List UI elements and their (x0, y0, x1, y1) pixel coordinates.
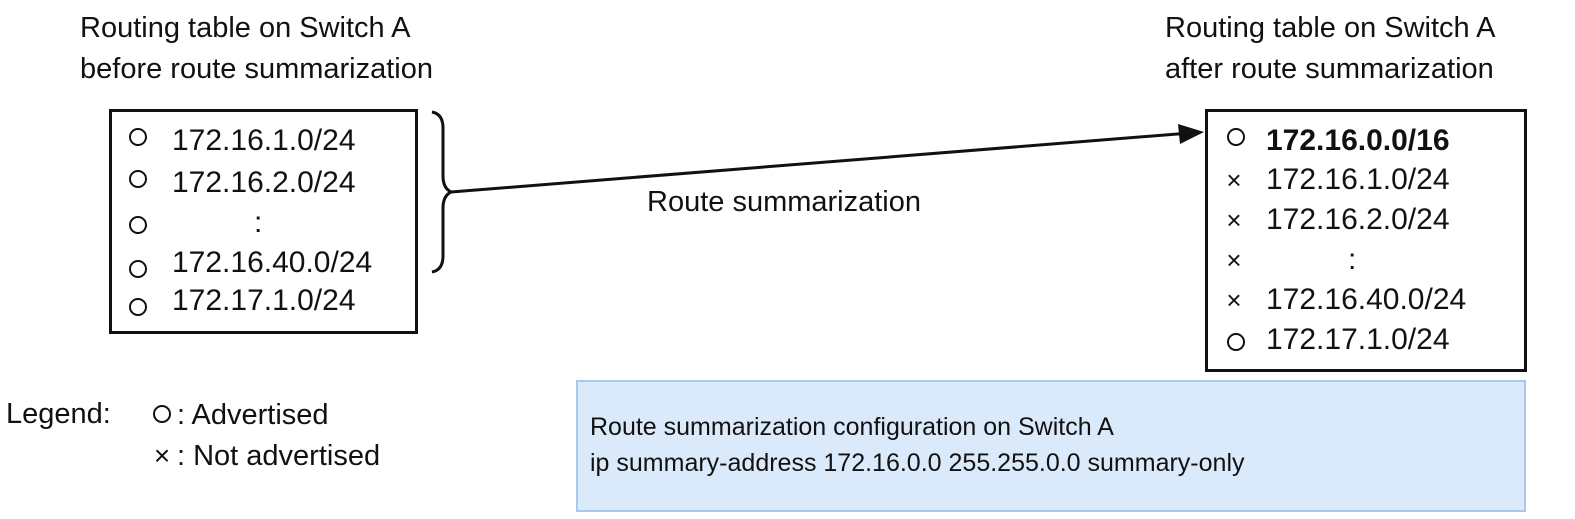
before-routing-table: 172.16.1.0/24 172.16.2.0/24 : 172.16.40.… (109, 109, 418, 334)
cross-icon: × (1226, 205, 1242, 235)
summarization-arrow (450, 128, 1191, 194)
cross-icon: × (153, 440, 171, 471)
config-panel: Route summarization configuration on Swi… (576, 380, 1526, 512)
legend: Legend: (6, 394, 111, 434)
route-address: 172.17.1.0/24 (172, 284, 356, 317)
circle-icon (129, 260, 147, 278)
circle-icon (129, 170, 147, 188)
after-table-title: Routing table on Switch A after route su… (1165, 8, 1495, 90)
legend-advertised: : Advertised (147, 394, 329, 435)
legend-not-advertised: ×: Not advertised (147, 436, 380, 476)
arrow-label: Route summarization (647, 186, 921, 218)
route-address: 172.16.2.0/24 (1266, 203, 1450, 236)
config-title: Route summarization configuration on Swi… (590, 413, 1114, 441)
after-title-line2: after route summarization (1165, 53, 1494, 85)
legend-not-advertised-label: : Not advertised (177, 440, 381, 472)
ellipsis-marker: : (254, 206, 263, 239)
before-title-line2: before route summarization (80, 53, 433, 85)
after-title-line1: Routing table on Switch A (1165, 12, 1496, 44)
cross-icon: × (1226, 245, 1242, 275)
config-command: ip summary-address 172.16.0.0 255.255.0.… (590, 449, 1245, 477)
circle-icon (1227, 333, 1245, 351)
arrowhead-fill (1178, 124, 1204, 144)
cross-icon: × (1226, 285, 1242, 315)
route-address: 172.16.40.0/24 (1266, 283, 1467, 316)
cross-icon: × (1226, 165, 1242, 195)
circle-icon (129, 216, 147, 234)
summary-route-address: 172.16.0.0/16 (1266, 124, 1450, 157)
route-address: 172.16.1.0/24 (172, 124, 356, 157)
route-address: 172.16.40.0/24 (172, 246, 373, 279)
circle-icon (129, 128, 147, 146)
legend-heading: Legend: (6, 398, 111, 430)
route-address: 172.16.1.0/24 (1266, 163, 1450, 196)
before-title-line1: Routing table on Switch A (80, 12, 411, 44)
after-routing-table: 172.16.0.0/16 × 172.16.1.0/24 × 172.16.2… (1205, 109, 1527, 372)
route-address: 172.16.2.0/24 (172, 166, 356, 199)
route-address: 172.17.1.0/24 (1266, 323, 1450, 356)
circle-icon (153, 405, 171, 423)
before-table-title: Routing table on Switch A before route s… (80, 8, 433, 90)
circle-icon (1227, 128, 1245, 146)
circle-icon (129, 298, 147, 316)
legend-advertised-label: : Advertised (177, 399, 329, 431)
ellipsis-marker: : (1348, 243, 1357, 276)
right-brace (431, 110, 455, 274)
